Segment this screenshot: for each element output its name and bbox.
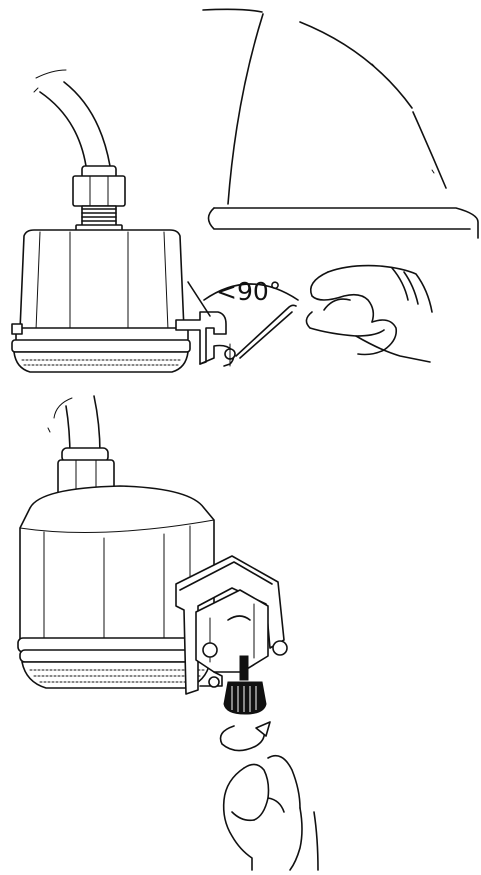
hand-top <box>305 264 433 363</box>
sensor-housing-bottom <box>17 485 215 689</box>
mounting-bracket-bottom <box>175 555 288 695</box>
cable-top <box>33 69 111 167</box>
mounting-clip-top <box>175 281 299 367</box>
hand-bottom <box>222 754 319 871</box>
cable-gland-top <box>72 165 126 234</box>
adjusting-knob <box>223 655 267 715</box>
rotate-arrow-icon <box>219 721 271 752</box>
sensor-housing-top <box>11 229 191 373</box>
angle-label: <90° <box>216 277 281 306</box>
lamp-dome <box>202 8 479 239</box>
